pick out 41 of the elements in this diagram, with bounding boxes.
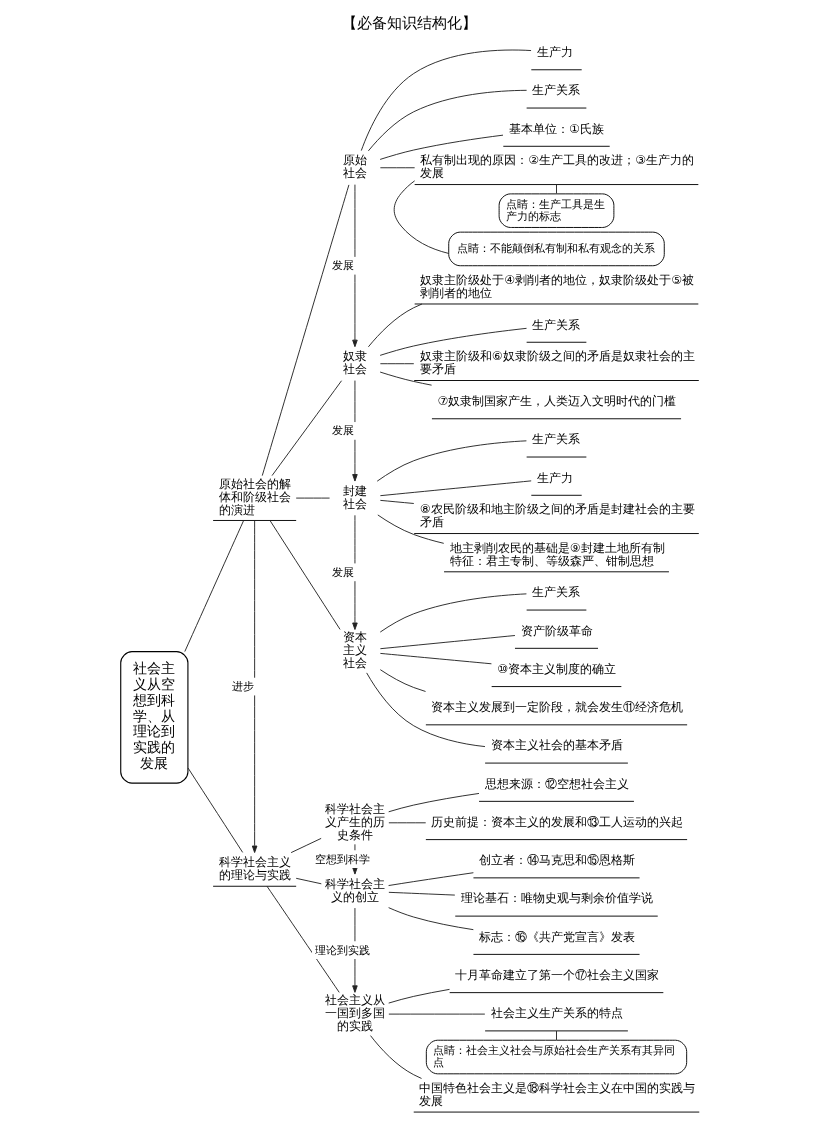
node-text: 生产力: [536, 45, 573, 60]
node-text: 封建社会: [342, 483, 367, 511]
node-text: 生产力: [536, 470, 573, 485]
node-text: 原始社会的解体和阶级社会的演进: [218, 477, 291, 518]
node-text: 理论基石：唯物史观与剩余价值学说: [460, 891, 653, 906]
node-text: 资本主义社会: [342, 630, 367, 671]
node-text: 生产关系: [532, 317, 581, 332]
edge-label: 空想到科学: [315, 852, 371, 866]
diagram-title: 【必备知识结构化】: [342, 13, 478, 32]
node-text: 科学社会主义的创立: [324, 876, 385, 904]
node-text: 基本单位：①氏族: [508, 121, 604, 136]
node-text: 生产关系: [532, 585, 581, 600]
node-text: ⑦奴隶制国家产生，人类迈入文明时代的门槛: [437, 394, 677, 409]
edge-label: 进步: [231, 679, 254, 693]
node-text: 奴隶主阶级和⑥奴隶阶级之间的矛盾是奴隶社会的主要矛盾: [419, 349, 695, 377]
node-text: 奴隶社会: [342, 349, 367, 377]
node-text: 资本主义社会的基本矛盾: [490, 738, 623, 753]
node-text: 历史前提：资本主义的发展和⑬工人运动的兴起: [431, 814, 684, 829]
node-text: 思想来源：⑫空想社会主义: [484, 776, 629, 791]
node-text: 科学社会主义的理论与实践: [218, 855, 291, 883]
node-text: 创立者：⑭马克思和⑮恩格斯: [479, 853, 636, 868]
node-text: 奴隶主阶级处于④剥削者的地位，奴隶阶级处于⑤被剥削者的地位: [420, 272, 695, 300]
node-text: ⑩资本主义制度的确立: [497, 661, 617, 676]
node-text: 标志：⑯《共产党宣言》发表: [479, 929, 636, 944]
node-text: 社会主义生产关系的特点: [490, 1006, 623, 1021]
node-text: 生产关系: [532, 432, 581, 447]
node-text: 资产阶级革命: [520, 623, 593, 638]
node-text: 十月革命建立了第一个⑰社会主义国家: [455, 968, 660, 983]
node-text: 科学社会主义产生的历史条件: [324, 801, 385, 843]
node-text: 原始社会: [342, 153, 367, 181]
edge-label: 发展: [332, 259, 355, 273]
node-text: 社会主义从一国到多国的实践: [324, 993, 385, 1034]
edge-label: 发展: [332, 565, 355, 579]
node-text: 资本主义发展到一定阶段，就会发生⑪经济危机: [431, 700, 684, 715]
node-text: 中国特色社会主义是⑱科学社会主义在中国的实践与发展: [419, 1080, 696, 1108]
edge-label: 理论到实践: [315, 943, 371, 957]
node-text: 私有制出现的原因：②生产工具的改进；③生产力的发展: [420, 153, 695, 181]
node-text: 生产关系: [532, 83, 581, 98]
edge-label: 发展: [332, 424, 355, 438]
node-text: 地主剥削农民的基础是⑨封建土地所有制 特征：君主专制、等级森严、钳制思想: [449, 540, 665, 568]
node-text: ⑧农民阶级和地主阶级之间的矛盾是封建社会的主要矛盾: [419, 502, 695, 530]
